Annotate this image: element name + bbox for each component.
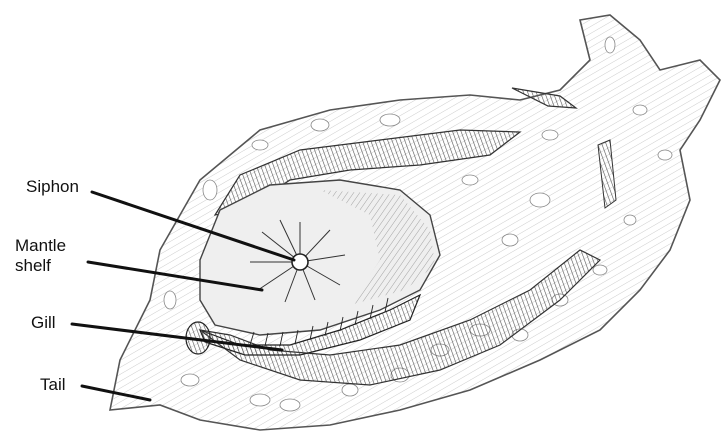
mantle-shelf-label: Mantle shelf — [15, 236, 66, 276]
mantle-shelf-label-line1: Mantle — [15, 236, 66, 256]
tail-label: Tail — [40, 375, 66, 395]
siphon-opening — [292, 254, 308, 270]
gill-label: Gill — [31, 313, 56, 333]
mantle-shelf-label-line2: shelf — [15, 256, 66, 276]
siphon-label: Siphon — [26, 177, 79, 197]
